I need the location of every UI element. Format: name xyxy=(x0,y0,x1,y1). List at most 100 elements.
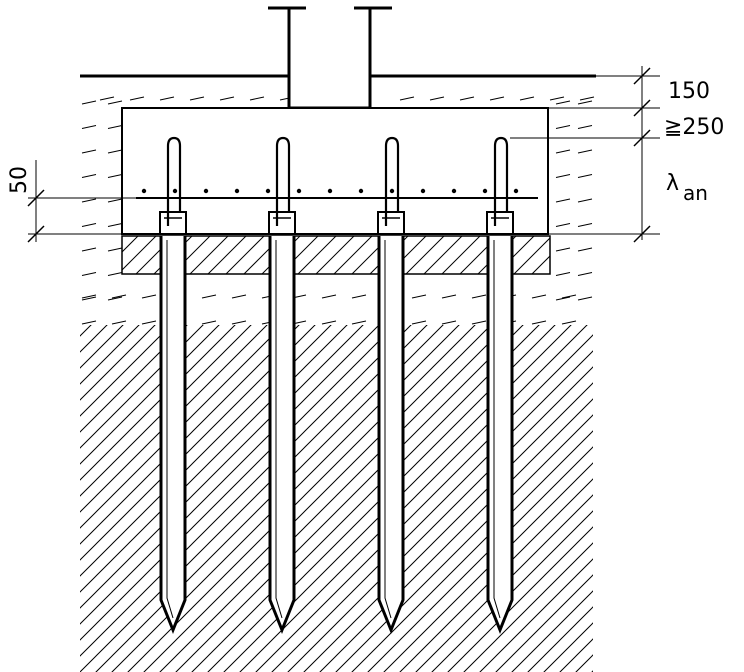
rebar-dot xyxy=(451,188,457,194)
pile-shaft xyxy=(486,236,514,635)
backfill-dash xyxy=(351,320,367,325)
dim-label-50: 50 xyxy=(7,166,32,194)
rebar-dot xyxy=(234,188,240,194)
rebar-dot xyxy=(513,188,519,194)
backfill-dash xyxy=(429,96,445,101)
backfill-dash xyxy=(399,96,415,101)
cushion-hatch-line xyxy=(441,236,481,274)
cushion-hatch-line xyxy=(297,236,337,274)
backfill-dash xyxy=(555,247,571,252)
cushion-hatch-line xyxy=(568,236,606,274)
backfill-dash xyxy=(561,294,577,299)
cushion-hatch-line xyxy=(513,237,550,274)
cushion-hatch-line xyxy=(531,255,550,274)
rebar-dot xyxy=(482,188,488,194)
backfill-dash xyxy=(471,320,487,325)
backfill-dash xyxy=(81,149,97,154)
rebar-dots xyxy=(141,188,519,194)
backfill-dash xyxy=(577,174,593,178)
cushion-hatch-line xyxy=(405,236,445,274)
backfill-dash xyxy=(189,96,205,101)
pile-head xyxy=(377,211,405,235)
rebar-dot xyxy=(141,188,147,194)
cushion-hatch-line xyxy=(207,236,247,274)
backfill-dash xyxy=(81,125,97,129)
backfill-dash xyxy=(577,149,593,154)
backfill-dash xyxy=(81,223,97,227)
backfill-dash xyxy=(81,100,97,105)
backfill-dash xyxy=(555,296,571,301)
backfill-dash xyxy=(141,294,157,299)
backfill-dash xyxy=(201,320,217,325)
column xyxy=(289,8,370,110)
backfill-dash xyxy=(111,320,127,325)
backfill-dash xyxy=(107,198,123,203)
pile-shaft xyxy=(159,236,187,635)
backfill-dash xyxy=(489,96,505,101)
rebar-dot xyxy=(358,188,364,194)
backfill-dash xyxy=(81,272,97,276)
anchor-length-symbol: λ xyxy=(666,171,679,196)
pile-head xyxy=(159,211,187,235)
pile-shaft xyxy=(268,236,296,635)
pile xyxy=(159,136,187,635)
backfill-dash xyxy=(561,320,577,325)
backfill-dash xyxy=(81,198,97,203)
backfill-dash xyxy=(231,320,247,325)
rebar-dot xyxy=(420,188,426,194)
anchor-length-subscript: an xyxy=(683,181,708,205)
backfill-dash xyxy=(577,296,593,301)
cushion-hatch-line xyxy=(333,236,373,274)
backfill-dash xyxy=(577,223,593,227)
backfill-dash xyxy=(249,96,265,101)
backfill-dash xyxy=(411,294,427,299)
pile xyxy=(268,136,296,635)
backfill-dash xyxy=(201,294,217,299)
backfill-dash xyxy=(351,294,367,299)
backfill-dash xyxy=(81,294,97,299)
backfill-dash xyxy=(441,320,457,325)
backfill-dash xyxy=(577,198,593,203)
backfill-dash xyxy=(107,223,123,227)
backfill-dash xyxy=(107,272,123,276)
backfill-dash xyxy=(555,272,571,276)
dim-label-150: 150 xyxy=(668,79,710,104)
anchor-bar xyxy=(384,136,400,226)
backfill-dash xyxy=(107,174,123,178)
backfill-dash xyxy=(531,294,547,299)
backfill-dash xyxy=(129,96,145,101)
backfill-dash xyxy=(219,96,235,101)
backfill-dash xyxy=(519,96,535,101)
backfill-dash xyxy=(99,96,115,101)
dim-tick-bottom xyxy=(633,225,651,243)
backfill-dash xyxy=(321,294,337,299)
rebar-dot xyxy=(389,188,395,194)
cushion-hatch-line xyxy=(586,236,624,274)
backfill-dash xyxy=(81,296,97,301)
backfill-dash xyxy=(141,320,157,325)
pile-cap xyxy=(121,107,549,235)
dim-label-250: ≧250 xyxy=(664,115,724,140)
dim-tick-top xyxy=(633,67,651,85)
pile xyxy=(486,136,514,635)
backfill-dash xyxy=(577,272,593,276)
backfill-dash xyxy=(531,320,547,325)
backfill-dash xyxy=(81,247,97,252)
pile-inner-line xyxy=(275,240,283,619)
backfill-dash xyxy=(231,294,247,299)
backfill-dash xyxy=(577,100,593,105)
rebar-dot xyxy=(296,188,302,194)
pile-head xyxy=(486,211,514,235)
backfill-dash xyxy=(321,320,337,325)
backfill-dash xyxy=(107,247,123,252)
backfill-dash xyxy=(577,125,593,129)
pile-shaft xyxy=(377,236,405,635)
backfill-dash xyxy=(549,96,565,101)
backfill-dash xyxy=(579,96,595,101)
rebar-dot xyxy=(172,188,178,194)
pile-inner-line xyxy=(493,240,501,619)
dim-tick-250 xyxy=(633,129,651,147)
backfill-dash xyxy=(107,296,123,301)
